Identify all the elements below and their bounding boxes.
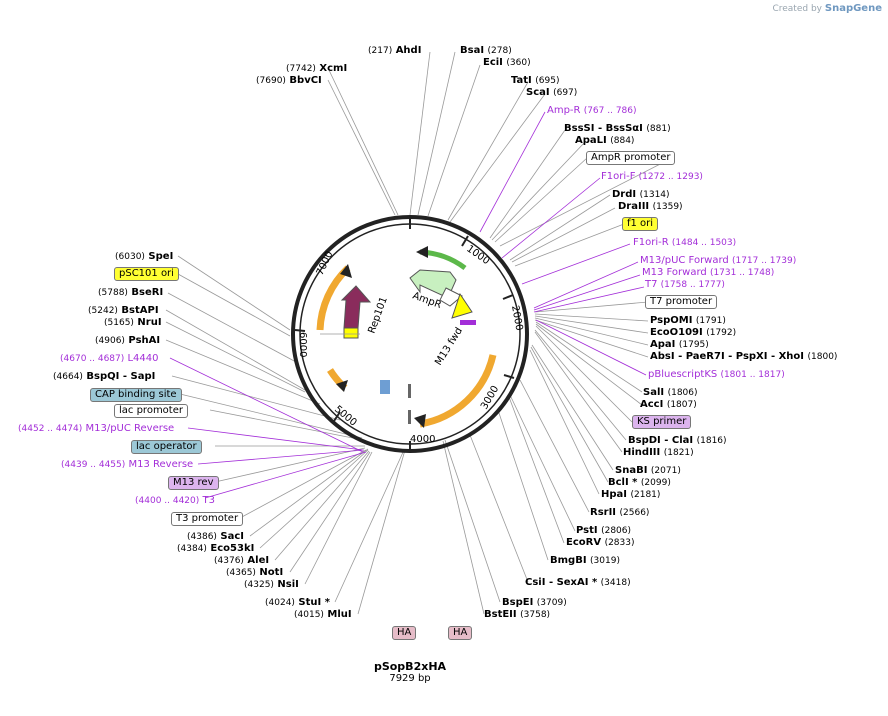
site-nrui: (5165) NruI: [104, 317, 162, 328]
site-apali: ApaLI (884): [575, 135, 635, 146]
primer-m13-puc-reverse: (4452 .. 4474) M13/pUC Reverse: [18, 423, 175, 434]
primer-m13-reverse: (4439 .. 4455) M13 Reverse: [61, 459, 194, 470]
primer-m13-puc-forward: M13/pUC Forward (1717 .. 1739): [640, 255, 797, 266]
primer-m13-forward: M13 Forward (1731 .. 1748): [642, 267, 775, 278]
feature-ampr-promoter: AmpR promoter: [586, 151, 676, 165]
feature-t7-promoter: T7 promoter: [645, 295, 718, 309]
snapgene-credit: Created by SnapGene: [772, 3, 882, 14]
site-saci: (4386) SacI: [187, 531, 245, 542]
primer-pbluescriptks: pBluescriptKS (1801 .. 1817): [648, 369, 785, 380]
primer-f1ori-r: F1ori-R (1484 .. 1503): [633, 237, 737, 248]
m13fwd-label: M13 fwd: [433, 326, 465, 368]
ha-marker-2: [408, 410, 411, 424]
lacz-arrow: [439, 287, 463, 307]
site-stui: (4024) StuI *: [265, 597, 330, 608]
feature-lac-promoter: lac promoter: [114, 404, 188, 418]
site-draiii: DraIII (1359): [618, 201, 683, 212]
ha-marker-1: [408, 384, 411, 398]
site-spei: (6030) SpeI: [115, 251, 174, 262]
lac-markers: [380, 380, 390, 394]
feature-m13-rev: M13 rev: [168, 476, 219, 490]
site-sali: SalI (1806): [643, 387, 698, 398]
site-rsrii: RsrII (2566): [590, 507, 650, 518]
psc101-ori-block: [343, 327, 359, 339]
site-bmgbi: BmgBI (3019): [550, 555, 620, 566]
credit-prefix: Created by: [772, 4, 822, 14]
site-apai: ApaI (1795): [650, 339, 709, 350]
plasmid-name: pSopB2xHA: [373, 660, 447, 673]
site-tati: TatI (695): [511, 75, 560, 86]
primer-l4440: (4670 .. 4687) L4440: [60, 353, 159, 364]
primer-t3: (4400 .. 4420) T3: [135, 495, 215, 506]
feature-lac-operator: lac operator: [131, 440, 202, 454]
leader-lines: [165, 51, 673, 615]
tick-marks: [294, 217, 515, 451]
site-bsteii: BstEII (3758): [484, 609, 551, 620]
site-bstapi: (5242) BstAPI: [88, 305, 159, 316]
site-hpai: HpaI (2181): [601, 489, 661, 500]
site-bspdi: BspDI - ClaI (1816): [628, 435, 727, 446]
site-pshai: (4906) PshAI: [95, 335, 161, 346]
feature-psc101-ori: pSC101 ori: [114, 267, 179, 281]
yellow-feature-arrow: [451, 292, 473, 319]
site-scai: ScaI (697): [526, 87, 578, 98]
primer-t7: T7 (1758 .. 1777): [645, 279, 725, 290]
site-bspei: BspEI (3709): [502, 597, 567, 608]
site-xcmi: (7742) XcmI: [286, 63, 348, 74]
site-bspqi: (4664) BspQI - SapI: [53, 371, 156, 382]
orange-features: [316, 265, 497, 428]
feature-ha-1: HA: [392, 626, 417, 640]
site-ahdi: (217) AhdI: [368, 45, 422, 56]
site-drdi: DrdI (1314): [612, 189, 670, 200]
site-acci: AccI (1807): [640, 399, 697, 410]
site-alei: (4376) AleI: [214, 555, 270, 566]
site-bbvci: (7690) BbvCI: [256, 75, 322, 86]
rep101-arrow: [340, 285, 372, 329]
site-snabi: SnaBI (2071): [615, 465, 681, 476]
site-ecorv: EcoRV (2833): [566, 537, 635, 548]
primer-lines: [169, 111, 647, 499]
site-ecii: EciI (360): [483, 57, 531, 68]
primer-amp-r: Amp-R (767 .. 786): [547, 105, 637, 116]
feature-t3-promoter: T3 promoter: [171, 512, 244, 526]
site-eco53ki: (4384) Eco53kI: [177, 543, 255, 554]
arrowheads: [336, 264, 426, 428]
tick-label-2000: 2000: [509, 305, 524, 332]
feature-ks-primer: KS primer: [632, 415, 692, 429]
feature-cap-binding-site: CAP binding site: [90, 388, 182, 402]
snapgene-logo: SnapGene: [824, 3, 882, 14]
site-hindiii: HindIII (1821): [623, 447, 694, 458]
site-bsai: BsaI (278): [460, 45, 512, 56]
feature-arc-3000: [419, 354, 497, 428]
plasmid-length: 7929 bp: [389, 673, 431, 684]
site-bseri: (5788) BseRI: [98, 287, 164, 298]
mcs-primer-marker: [460, 320, 476, 325]
tick-label-6000: 6000: [297, 332, 308, 357]
feature-f1-ori: f1 ori: [622, 217, 659, 231]
site-eco0109i: EcoO109I (1792): [650, 327, 737, 338]
site-bsssi: BssSI - BssSαI (881): [564, 123, 671, 134]
site-pspomi: PspOMI (1791): [650, 315, 726, 326]
ampr-arrowhead: [416, 246, 428, 258]
primer-f1ori-f: F1ori-F (1272 .. 1293): [601, 171, 703, 182]
site-psti: PstI (2806): [576, 525, 632, 536]
site-noti: (4365) NotI: [226, 567, 284, 578]
site-csii: CsiI - SexAI * (3418): [525, 577, 631, 588]
site-absi: AbsI - PaeR7I - PspXI - XhoI (1800): [650, 351, 838, 362]
site-mlui: (4015) MluI: [294, 609, 352, 620]
tick-label-4000: 4000: [410, 434, 435, 445]
feature-ha-2: HA: [448, 626, 473, 640]
site-bcli: BclI * (2099): [608, 477, 671, 488]
site-nsii: (4325) NsiI: [244, 579, 299, 590]
